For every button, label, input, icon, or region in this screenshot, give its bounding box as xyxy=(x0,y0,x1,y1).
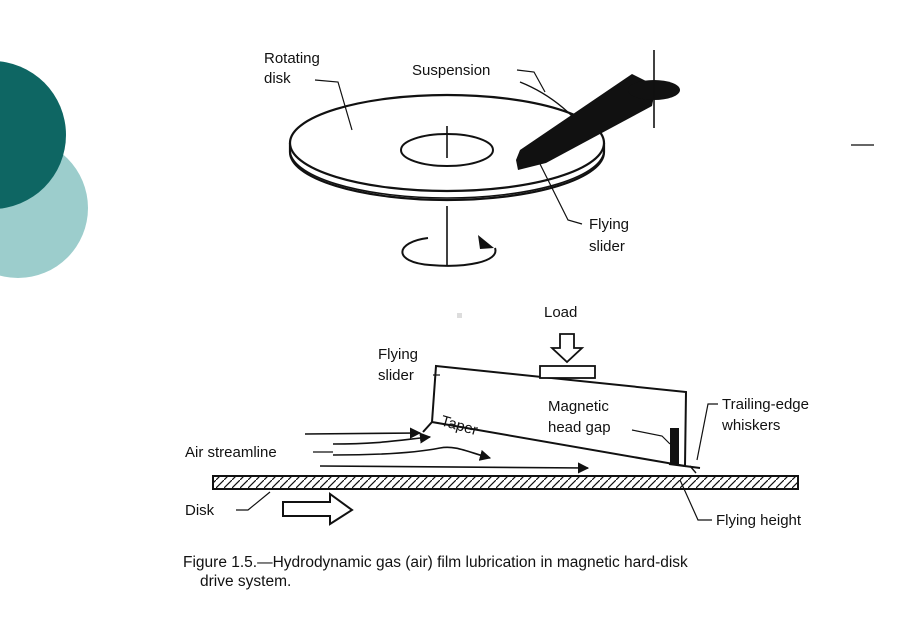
label-magnetic-head-gap-line1: Magnetic xyxy=(548,398,609,415)
label-flying-slider-top-line1: Flying xyxy=(589,216,629,233)
rotating-disk-illustration xyxy=(288,50,680,267)
decor-dot xyxy=(457,313,462,318)
label-rotating-disk-line1: Rotating xyxy=(264,50,320,67)
decor-circle-dark xyxy=(0,61,66,209)
slider-cross-section xyxy=(212,333,799,526)
label-flying-height: Flying height xyxy=(716,512,802,529)
label-flying-slider-top-line2: slider xyxy=(589,238,625,255)
label-trailing-edge-line1: Trailing-edge xyxy=(722,396,809,413)
label-rotating-disk-line2: disk xyxy=(264,70,291,87)
label-disk: Disk xyxy=(185,502,215,519)
label-flying-slider-line2: slider xyxy=(378,367,414,384)
label-flying-slider-line1: Flying xyxy=(378,346,418,363)
label-load: Load xyxy=(544,304,577,321)
figure-caption-line1: Figure 1.5.—Hydrodynamic gas (air) film … xyxy=(183,554,688,571)
label-air-streamline: Air streamline xyxy=(185,444,277,461)
figure-caption-line2: drive system. xyxy=(200,573,291,590)
label-trailing-edge-line2: whiskers xyxy=(721,417,780,434)
label-suspension: Suspension xyxy=(412,62,490,79)
label-magnetic-head-gap-line2: head gap xyxy=(548,419,611,436)
